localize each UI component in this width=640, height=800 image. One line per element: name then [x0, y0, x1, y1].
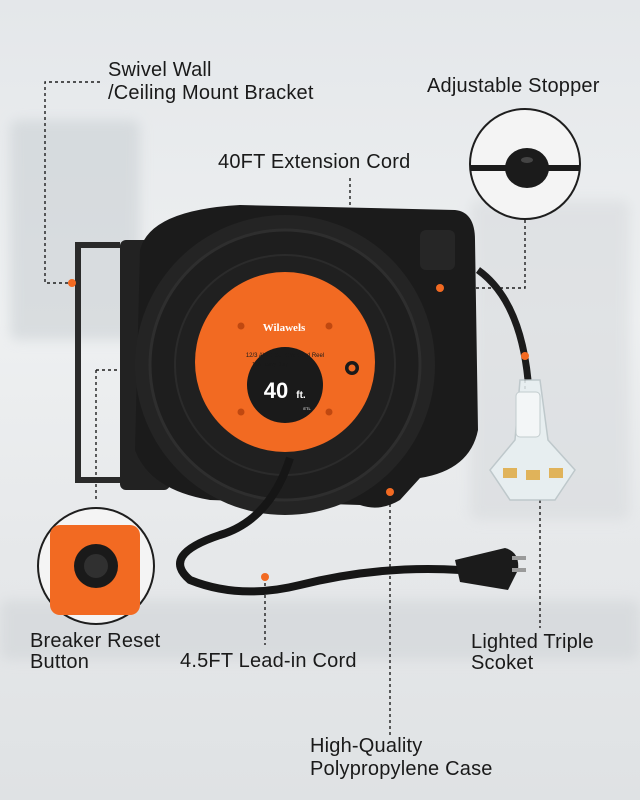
reel-hub [195, 272, 375, 452]
label-breaker-line2: Button [30, 651, 90, 673]
power-plug [455, 548, 526, 590]
leader-mount-bracket [44, 81, 100, 284]
lead-in-cord [176, 456, 461, 596]
stopper-detail [469, 108, 581, 220]
label-mount-line1: Swivel Wall [108, 59, 212, 81]
label-leadin-cord: 4.5FT Lead-in Cord [180, 650, 357, 672]
label-stopper: Adjustable Stopper [427, 75, 600, 97]
extension-cord [475, 267, 532, 381]
label-breaker-line1: Breaker Reset [30, 630, 161, 652]
hub-length-unit: ft. [296, 390, 306, 401]
hub-length-value: 40 [264, 378, 288, 403]
label-case-line1: High-Quality [310, 735, 423, 757]
label-socket-line1: Lighted Triple [471, 631, 594, 653]
leader-stopper [440, 200, 526, 289]
label-case-line2: Polypropylene Case [310, 758, 493, 780]
label-socket-line2: Scoket [471, 652, 534, 674]
label-mount-line2: /Ceiling Mount Bracket [108, 82, 314, 104]
label-extension-cord: 40FT Extension Cord [218, 151, 411, 173]
hub-spec-line1: 12/3 AWG SJTOW Cord Reel [246, 353, 324, 359]
hub-spec-line2: 15A Heavy Duty [252, 362, 288, 368]
hub-brand: Wilawels [263, 322, 306, 334]
triple-socket [489, 379, 576, 501]
breaker-detail [37, 507, 155, 625]
hub-cert-mark: ETL [303, 406, 311, 411]
